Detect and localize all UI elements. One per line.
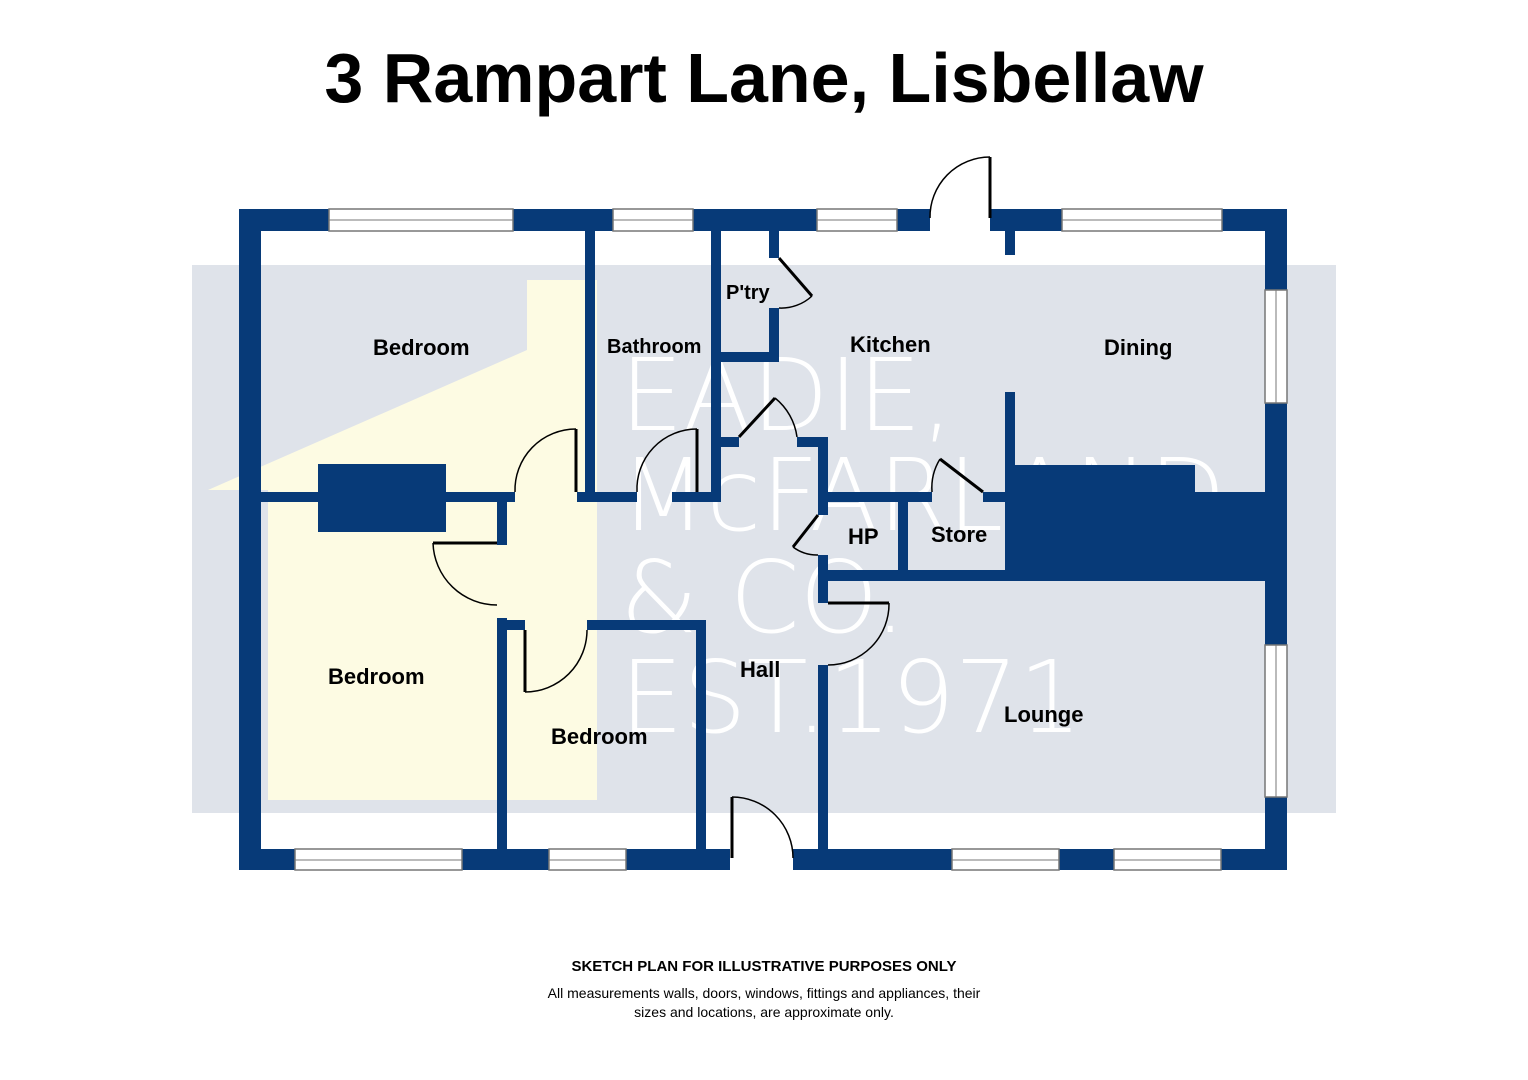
room-label-bedroom-2: Bedroom xyxy=(328,664,425,689)
room-label-pantry: P'try xyxy=(726,282,771,304)
room-label-dining: Dining xyxy=(1104,335,1172,360)
windows xyxy=(294,208,1288,871)
room-label-bedroom-3: Bedroom xyxy=(551,724,648,749)
room-label-store: Store xyxy=(931,522,987,547)
room-label-bedroom-1: Bedroom xyxy=(373,335,470,360)
disclaimer-text: All measurements walls, doors, windows, … xyxy=(0,984,1528,1022)
watermark-line-4: EST.1971 xyxy=(620,639,1082,756)
disclaimer-heading: SKETCH PLAN FOR ILLUSTRATIVE PURPOSES ON… xyxy=(571,958,957,975)
watermark-line-1: EADIE, xyxy=(620,337,953,454)
disclaimer-line-1: All measurements walls, doors, windows, … xyxy=(547,985,981,1001)
watermark-line-3: & CO. xyxy=(620,539,906,656)
room-label-kitchen: Kitchen xyxy=(850,332,931,357)
room-label-hp: HP xyxy=(848,524,879,549)
doors xyxy=(432,156,992,859)
room-label-lounge: Lounge xyxy=(1004,702,1083,727)
interior-strip xyxy=(261,813,1265,849)
disclaimer-line-2: sizes and locations, are approximate onl… xyxy=(634,1004,894,1020)
room-label-hall: Hall xyxy=(740,657,780,682)
page-title: 3 Rampart Lane, Lisbellaw xyxy=(324,39,1204,117)
room-labels: Bedroom Bathroom P'try Kitchen Dining HP… xyxy=(328,282,1172,749)
room-label-bathroom: Bathroom xyxy=(607,336,701,358)
interior-strip xyxy=(261,231,1265,265)
